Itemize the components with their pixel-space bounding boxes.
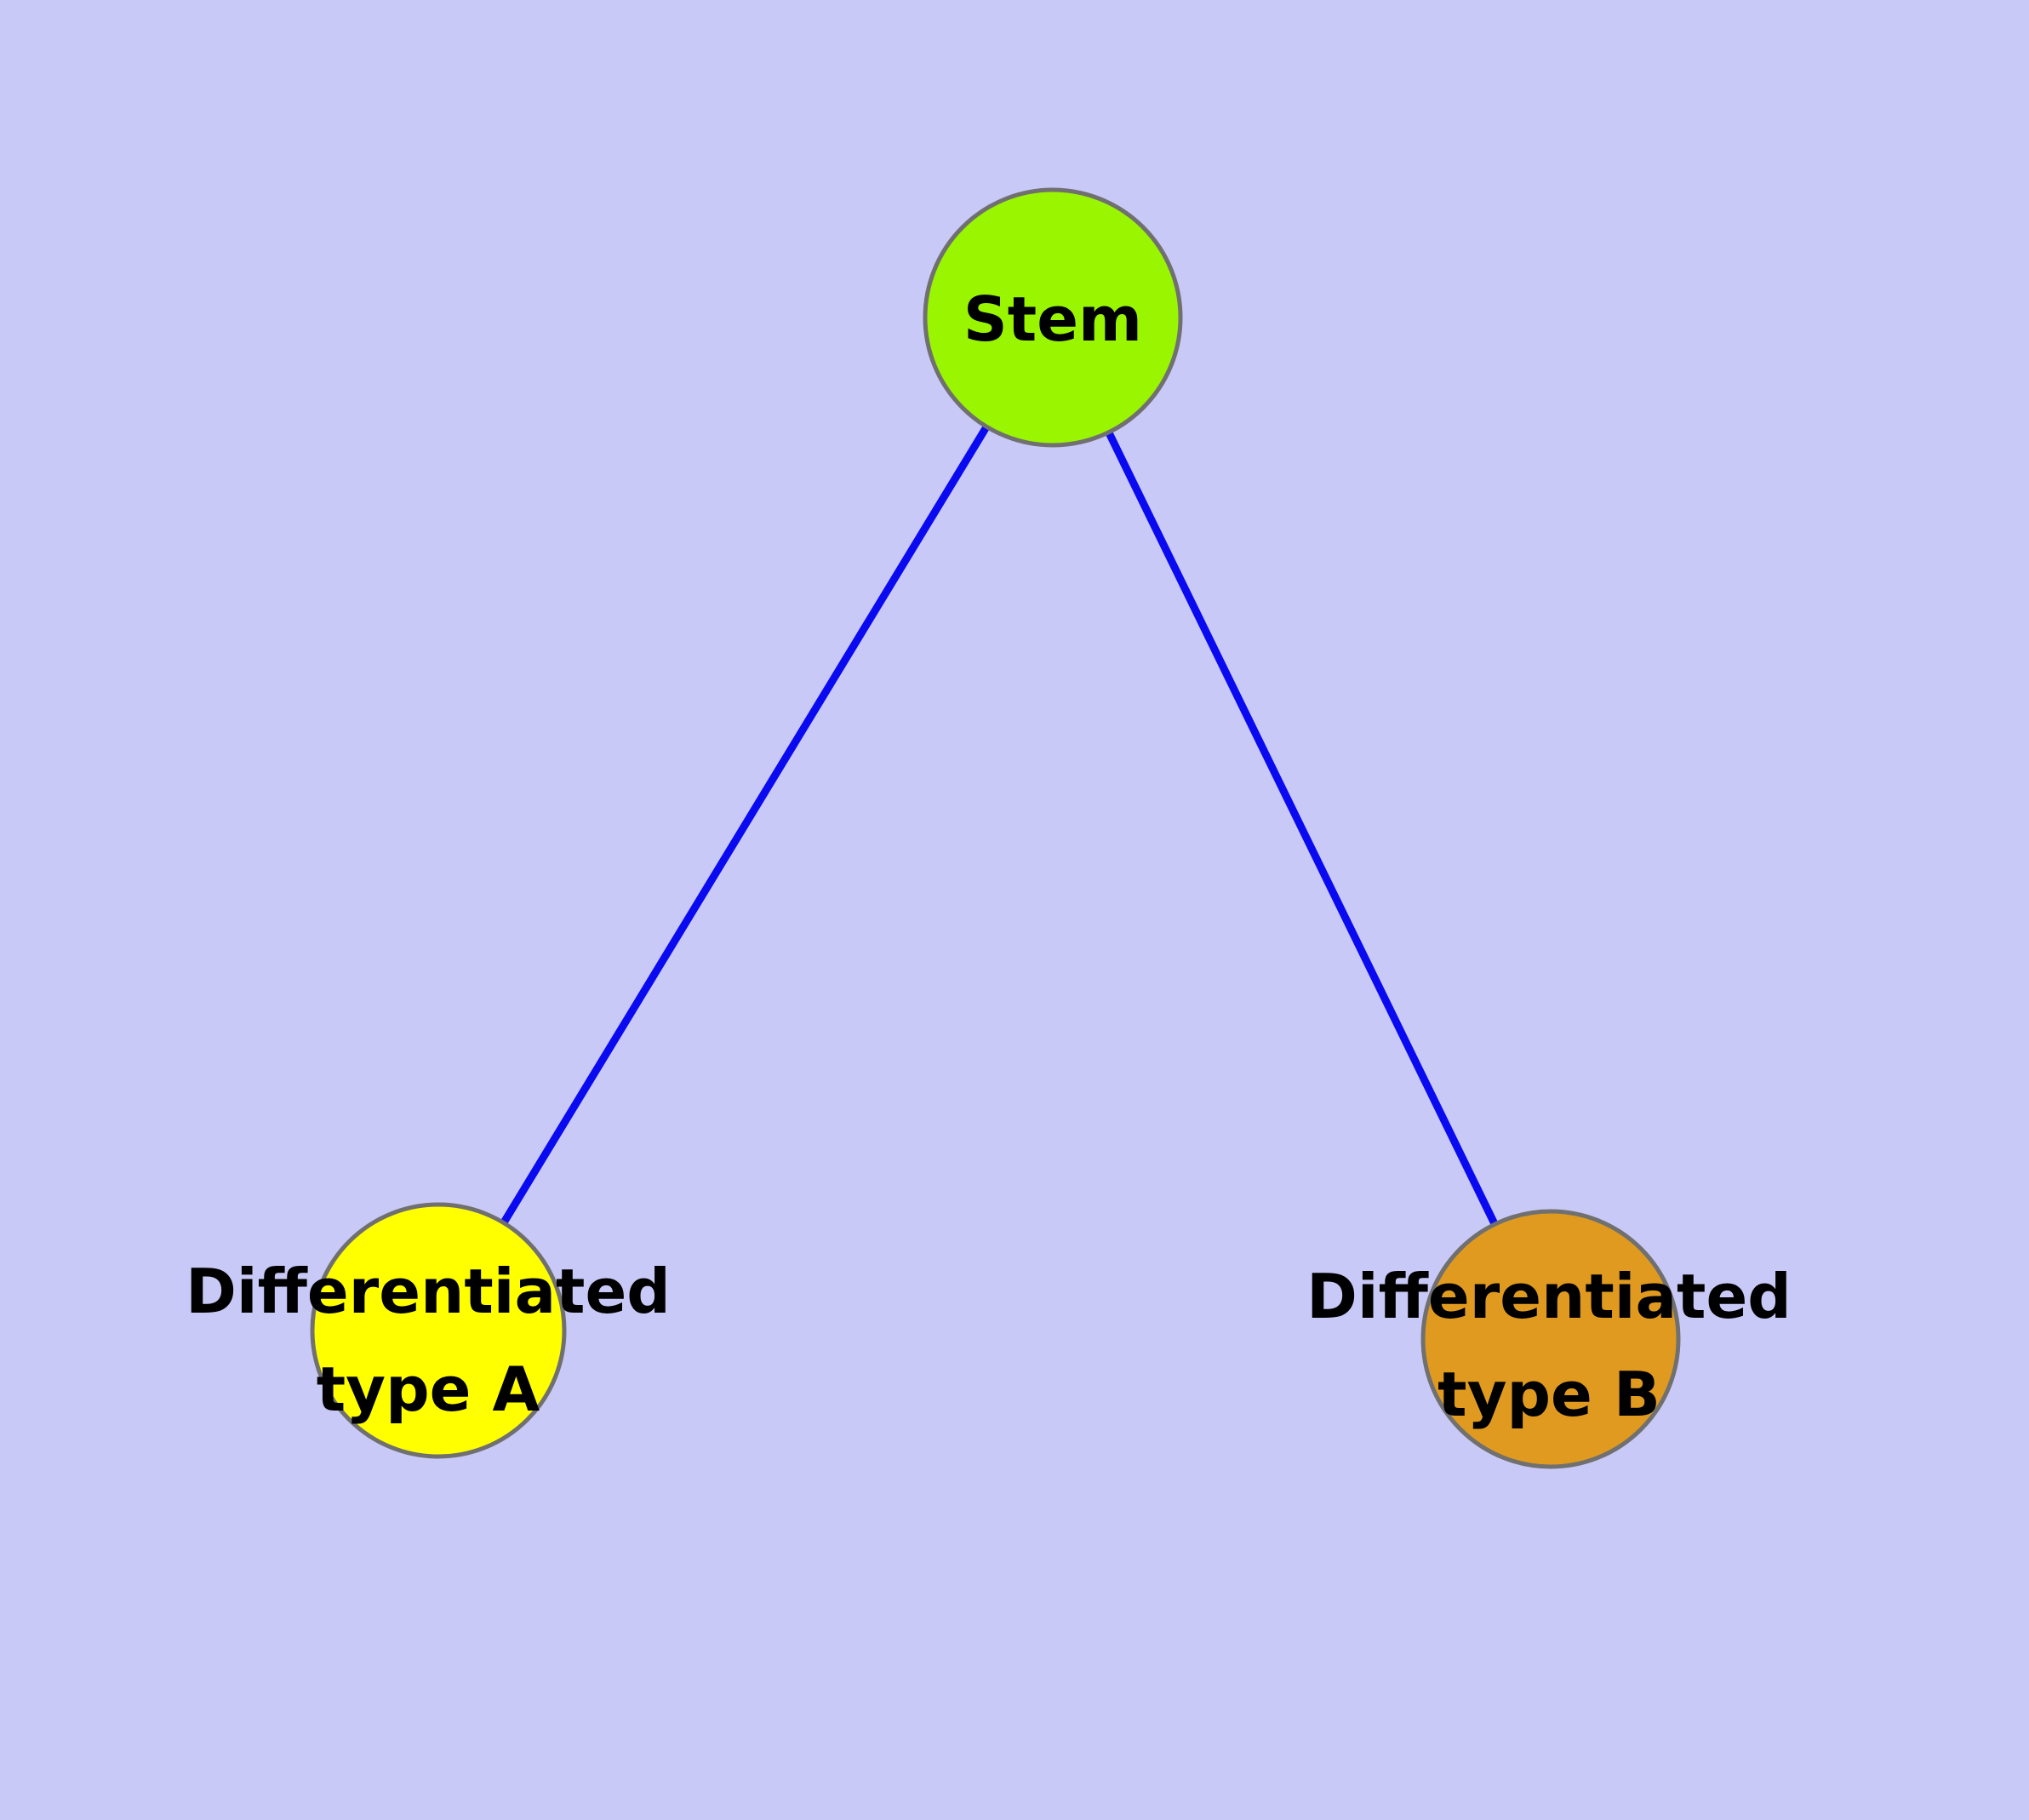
node-differentiated-type-a	[310, 1202, 567, 1459]
edge-stem-to-type-a	[435, 315, 1056, 1333]
node-type-a-label-line2: type A	[317, 1354, 540, 1425]
node-stem	[923, 187, 1183, 448]
node-type-b-label-line2: type B	[1437, 1359, 1660, 1430]
node-differentiated-type-b	[1420, 1209, 1681, 1469]
node-type-a-label-line1: Differentiated	[186, 1256, 671, 1327]
node-stem-label: Stem	[963, 283, 1142, 355]
node-type-b-label-line1: Differentiated	[1306, 1261, 1792, 1332]
edge-stem-to-type-b	[1049, 316, 1555, 1341]
